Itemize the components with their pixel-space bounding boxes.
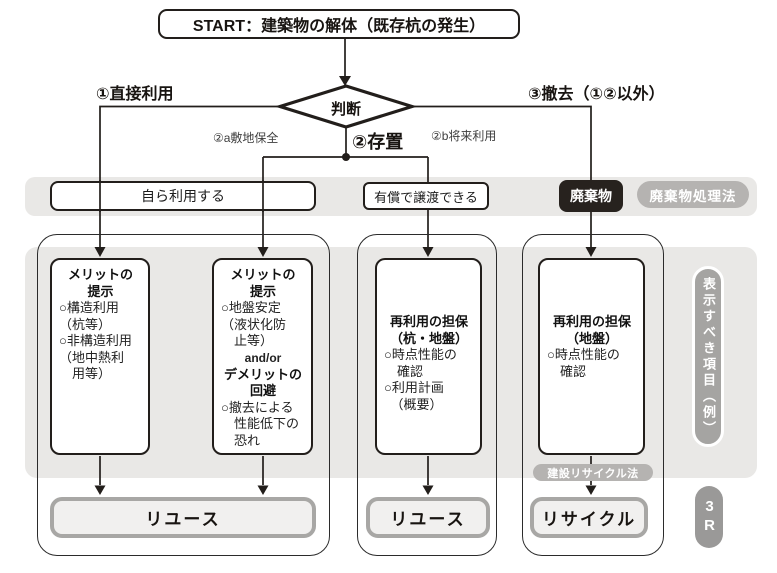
waste-law-label: 廃棄物処理法	[649, 188, 737, 204]
paid-transfer-label: 有償で譲渡できる	[374, 189, 478, 205]
arrowhead-box3	[422, 247, 434, 257]
reuse-guarantee-ground-heading: 再利用の担保 （地盤）	[552, 314, 631, 346]
waste-node: 廃棄物	[559, 180, 623, 212]
reuse-guarantee-ground-box: 再利用の担保 （地盤） ○時点性能の 確認	[538, 258, 645, 455]
three-r-badge: 3R	[695, 486, 723, 548]
outcome-recycle-label: リサイクル	[541, 510, 637, 529]
merit-box-structural-body: ○構造利用 （杭等） ○非構造利用 （地中熱利 用等）	[59, 300, 132, 381]
andor-connector: and/or	[244, 350, 282, 365]
display-items-vertical-badge: 表示すべき項目（例）	[692, 266, 724, 447]
start-label: START：建築物の解体（既存杭の発生）	[192, 18, 486, 35]
waste-law-badge: 廃棄物処理法	[637, 181, 749, 208]
merit-demerit-box: メリットの 提示 ○地盤安定 （液状化防 止等） and/or デメリットの 回…	[212, 258, 313, 455]
arrowhead-reuse1-left	[94, 485, 106, 495]
arrowhead-decision	[339, 76, 351, 86]
arrowhead-box2	[257, 247, 269, 257]
self-use-node: 自ら利用する	[50, 181, 316, 211]
arrowhead-recycle	[585, 485, 597, 495]
group-direct-use-container	[37, 234, 330, 556]
junction-dot	[342, 153, 350, 161]
reuse-guarantee-pile-ground-box: 再利用の担保 （杭・地盤） ○時点性能の 確認 ○利用計画 （概要）	[375, 258, 482, 455]
merit-box-structural-heading: メリットの 提示	[67, 267, 133, 299]
outcome-recycle: リサイクル	[530, 497, 648, 538]
arrowhead-box4	[585, 247, 597, 257]
merit-box-structural: メリットの 提示 ○構造利用 （杭等） ○非構造利用 （地中熱利 用等）	[50, 258, 150, 455]
waste-label: 廃棄物	[570, 188, 612, 204]
arrowhead-box1	[94, 247, 106, 257]
merit-body: ○地盤安定 （液状化防 止等）	[221, 300, 287, 348]
reuse-guarantee-pile-ground-body: ○時点性能の 確認 ○利用計画 （概要）	[384, 347, 457, 412]
paid-transfer-node: 有償で譲渡できる	[363, 182, 489, 210]
branch-future-use-label: ②b将来利用	[431, 129, 497, 143]
reuse-guarantee-pile-ground-heading: 再利用の担保 （杭・地盤）	[389, 314, 468, 346]
branch-site-preservation-label: ②a敷地保全	[213, 131, 279, 145]
group-transfer-container	[357, 234, 497, 556]
start-node: START：建築物の解体（既存杭の発生）	[158, 9, 520, 39]
demerit-heading: デメリットの 回避	[223, 366, 302, 399]
merit-heading: メリットの 提示	[230, 267, 296, 299]
arrowhead-reuse1-right	[257, 485, 269, 495]
branch1-line	[99, 105, 280, 247]
branch-direct-use-label: ①直接利用	[96, 86, 174, 103]
outcome-reuse-left-label: リユース	[145, 510, 221, 529]
outcome-reuse-middle-label: リユース	[390, 510, 466, 529]
branch-removal-label: ③撤去（①②以外）	[528, 86, 665, 103]
group-waste-container	[522, 234, 664, 556]
construction-recycle-law-badge: 建設リサイクル法	[533, 464, 653, 481]
outcome-reuse-middle: リユース	[366, 497, 490, 538]
branch-leave-in-place-label: ②存置	[352, 132, 404, 152]
decision-diamond	[274, 84, 418, 129]
outcome-reuse-left: リユース	[50, 497, 316, 538]
construction-recycle-law-label: 建設リサイクル法	[547, 467, 639, 480]
self-use-label: 自ら利用する	[141, 188, 225, 204]
decision-label: 判断	[330, 101, 361, 118]
demerit-body: ○撤去による 性能低下の 恐れ	[221, 399, 300, 448]
arrowhead-reuse2	[422, 485, 434, 495]
reuse-guarantee-ground-body: ○時点性能の 確認	[547, 347, 620, 379]
